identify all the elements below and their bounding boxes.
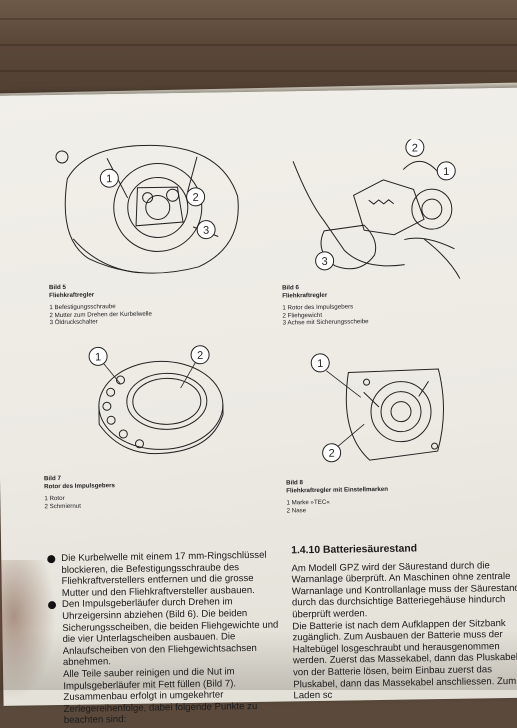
fig5-item: 3 Öldruckschalter <box>49 318 98 327</box>
fig7-callout-1: 1 <box>95 351 101 363</box>
fig5-callout-2: 2 <box>192 192 198 204</box>
figure-6-caption: Bild 6 Fliehkraftregler 1 Rotor des Impu… <box>282 282 473 328</box>
figure-7-drawing: 1 2 <box>80 342 242 464</box>
bullet-text: Den Impulsgeberläufer durch Drehen im Uh… <box>61 596 279 669</box>
fig7-callout-2: 2 <box>197 350 203 362</box>
bullet-paragraph: Die Kurbelwelle mit einem 17 mm-Ringschl… <box>43 550 282 600</box>
fig6-item: 3 Achse mit Sicherungsscheibe <box>282 318 369 327</box>
body-paragraph: Die Batterie ist nach dem Aufklappen der… <box>292 617 517 702</box>
figure-8-drawing: 1 2 <box>308 351 460 473</box>
fig6-callout-2: 2 <box>412 142 418 154</box>
figure-5-caption: Bild 5 Fliehkraftregler 1 Befestigungssc… <box>49 281 240 327</box>
fig5-callout-1: 1 <box>106 173 112 185</box>
figure-5-drawing: 1 2 3 <box>47 136 249 279</box>
fig8-callout-2: 2 <box>329 448 335 460</box>
left-column-text: Die Kurbelwelle mit einem 17 mm-Ringschl… <box>43 550 284 728</box>
fig6-subtitle: Fliehkraftregler <box>282 291 328 300</box>
fig6-callout-3: 3 <box>321 256 327 268</box>
figure-8-caption: Bild 8 Fliehkraftregler mit Einstellmark… <box>286 476 487 515</box>
figure-7-caption: Bild 7 Rotor des Impulsgebers 1 Rotor 2 … <box>44 472 245 511</box>
figure-6-drawing: 1 2 3 <box>283 138 475 281</box>
section-heading: 1.4.10 Batteriesäurestand <box>291 543 418 557</box>
right-column-text: 1.4.10 Batteriesäurestand Am Modell GPZ … <box>291 542 517 702</box>
body-paragraph: Am Modell GPZ wird der Säurestand durch … <box>291 559 517 621</box>
fig5-subtitle: Fliehkraftregler <box>49 291 95 299</box>
fig5-callout-3: 3 <box>203 225 209 237</box>
fig6-callout-1: 1 <box>443 166 449 178</box>
body-paragraph: Alle Teile sauber reinigen und die Nut i… <box>63 666 258 727</box>
manual-page: 1 2 3 Bild 5 Fliehkraftregler 1 Befestig… <box>0 87 517 726</box>
bullet-paragraph: Den Impulsgeberläufer durch Drehen im Uh… <box>44 596 283 669</box>
bullet-text: Die Kurbelwelle mit einem 17 mm-Ringschl… <box>61 549 267 599</box>
finger-shadow <box>0 560 56 700</box>
fig8-callout-1: 1 <box>317 358 323 370</box>
